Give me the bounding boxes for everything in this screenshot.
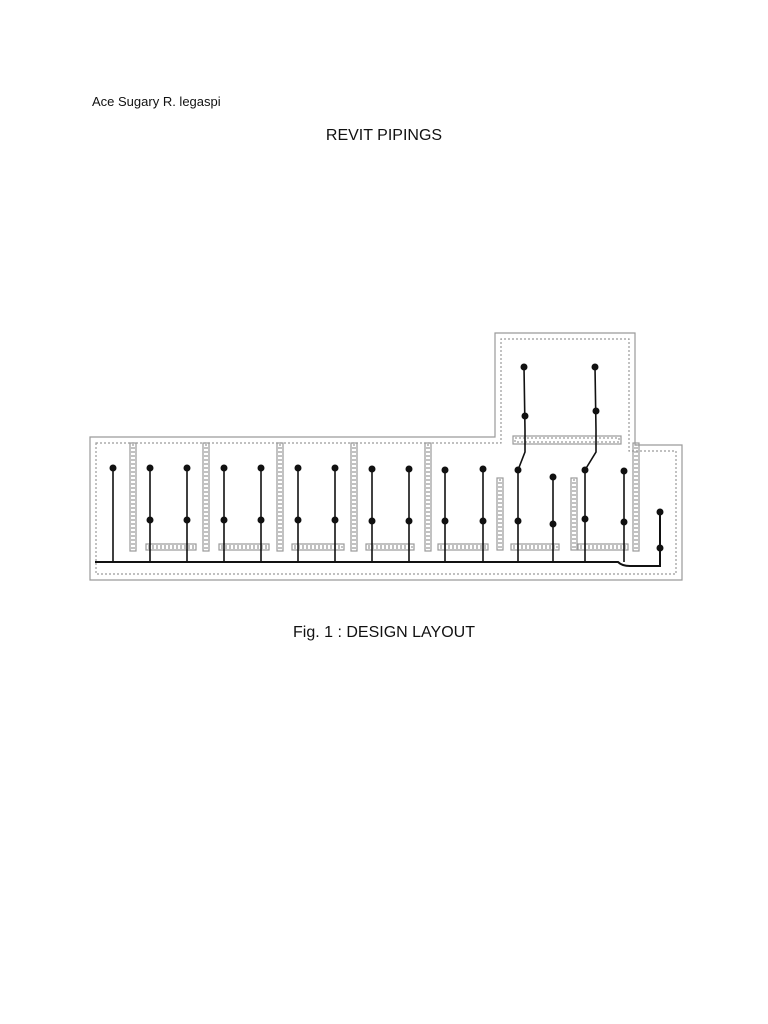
pipe-node xyxy=(549,473,557,481)
partition-wall xyxy=(350,442,358,552)
pipe-node xyxy=(183,516,191,524)
pipe-node xyxy=(521,412,529,420)
pipe-node xyxy=(331,516,339,524)
fixture-strip-inner xyxy=(439,545,487,549)
pipe-node xyxy=(514,517,522,525)
partition-wall-inner xyxy=(498,479,502,549)
fixture-strip xyxy=(145,543,197,551)
outer-wall-inner xyxy=(95,338,677,575)
partition-wall xyxy=(276,442,284,552)
fixture-strip xyxy=(577,543,629,551)
pipe-node xyxy=(220,464,228,472)
pipe-node xyxy=(368,517,376,525)
figure-caption: Fig. 1 : DESIGN LAYOUT xyxy=(293,624,475,641)
pipe-node xyxy=(620,467,628,475)
partition-wall-inner xyxy=(131,444,135,550)
pipe-node xyxy=(592,407,600,415)
pipe-node xyxy=(581,515,589,523)
partition-wall xyxy=(570,477,578,551)
pipe-node xyxy=(520,363,528,371)
document-title: REVIT PIPINGS xyxy=(325,127,443,144)
partition-wall xyxy=(424,442,432,552)
partition-wall-inner xyxy=(352,444,356,550)
pipe-node xyxy=(146,516,154,524)
annex-partition-inner xyxy=(514,437,620,443)
pipe-node xyxy=(368,465,376,473)
pipe-node xyxy=(257,464,265,472)
pipe-node xyxy=(405,465,413,473)
partition-wall-inner xyxy=(634,444,638,550)
floor-plan-walls xyxy=(89,332,683,581)
partition-wall xyxy=(632,442,640,552)
fixture-strip-inner xyxy=(512,545,558,549)
partition-wall-inner xyxy=(426,444,430,550)
pipe-node xyxy=(441,517,449,525)
annex-partition xyxy=(512,435,622,445)
pipe-node xyxy=(294,464,302,472)
pipe-node xyxy=(479,465,487,473)
author-name: Ace Sugary R. legaspi xyxy=(92,94,221,109)
pipe-node xyxy=(405,517,413,525)
pipe-node xyxy=(656,508,664,516)
pipe-node xyxy=(620,518,628,526)
partition-wall xyxy=(129,442,137,552)
fixture-strip xyxy=(510,543,560,551)
piping-lines xyxy=(95,363,664,567)
annex-pipe xyxy=(517,366,526,471)
pipe-node xyxy=(331,464,339,472)
pipe-node xyxy=(183,464,191,472)
partition-wall xyxy=(202,442,210,552)
pipe-node xyxy=(220,516,228,524)
fixture-strip xyxy=(365,543,415,551)
pipe-node xyxy=(109,464,117,472)
fixture-strip xyxy=(291,543,345,551)
partition-wall-inner xyxy=(572,479,576,549)
pipe-node xyxy=(257,516,265,524)
fixture-strip-inner xyxy=(579,545,627,549)
main-pipe xyxy=(95,510,661,567)
fixture-strip-inner xyxy=(367,545,413,549)
pipe-node xyxy=(656,544,664,552)
pipe-node xyxy=(294,516,302,524)
pipe-node xyxy=(479,517,487,525)
partition-wall xyxy=(496,477,504,551)
partition-wall-inner xyxy=(278,444,282,550)
fixture-strip xyxy=(437,543,489,551)
fixture-strip-inner xyxy=(293,545,343,549)
fixture-strip-inner xyxy=(220,545,268,549)
partition-wall-inner xyxy=(204,444,208,550)
pipe-node xyxy=(549,520,557,528)
pipe-node xyxy=(441,466,449,474)
fixture-strip xyxy=(218,543,270,551)
pipe-node xyxy=(591,363,599,371)
annex-pipe xyxy=(584,366,597,471)
pipe-node xyxy=(146,464,154,472)
